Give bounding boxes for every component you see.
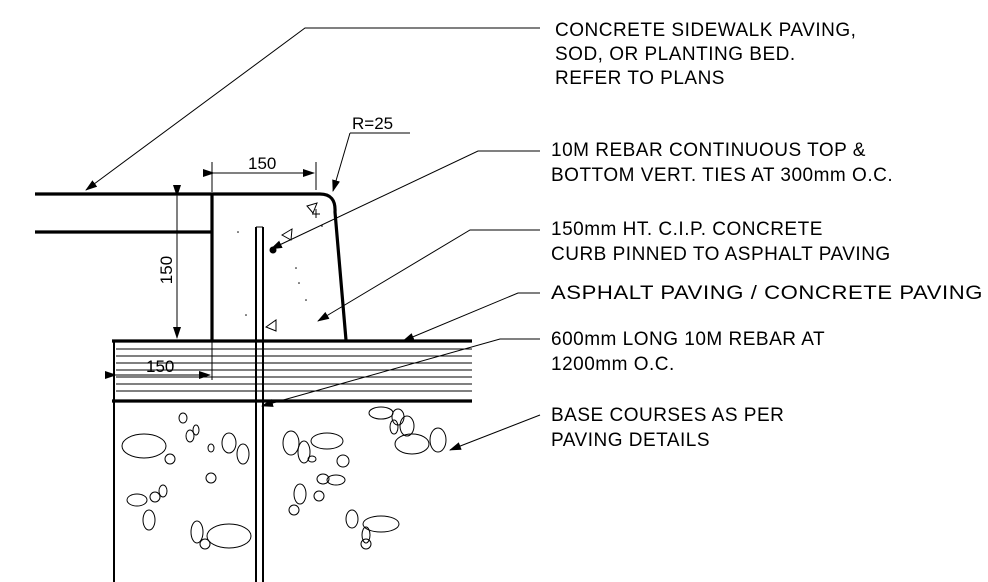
note-line: REFER TO PLANS (555, 68, 725, 89)
note-base-courses: BASE COURSES AS PER PAVING DETAILS (551, 405, 784, 451)
note-line: 150mm HT. C.I.P. CONCRETE (551, 219, 823, 240)
note-rebar-continuous: 10M REBAR CONTINUOUS TOP & BOTTOM VERT. … (551, 140, 893, 186)
note-line: SOD, OR PLANTING BED. (555, 44, 796, 65)
note-rebar-pins: 600mm LONG 10M REBAR AT 1200mm O.C. (551, 329, 825, 375)
note-line: 10M REBAR CONTINUOUS TOP & (551, 140, 866, 161)
note-line: BASE COURSES AS PER (551, 405, 784, 426)
asphalt-paving (112, 339, 472, 582)
note-sidewalk: CONCRETE SIDEWALK PAVING, SOD, OR PLANTI… (555, 20, 856, 89)
note-line: CONCRETE SIDEWALK PAVING, (555, 20, 856, 41)
note-paving: ASPHALT PAVING / CONCRETE PAVING (551, 283, 983, 304)
curb-height-label: 150 (157, 256, 176, 284)
radius-label: R=25 (352, 114, 393, 133)
note-line: 600mm LONG 10M REBAR AT (551, 329, 825, 350)
note-line: BOTTOM VERT. TIES AT 300mm O.C. (551, 165, 893, 186)
base-course (121, 406, 447, 550)
leaders (85, 27, 541, 451)
concrete-curb (210, 192, 348, 341)
pavement-offset-label: 150 (146, 357, 174, 376)
note-line: PAVING DETAILS (551, 430, 710, 451)
dimensions (105, 132, 410, 380)
note-line: CURB PINNED TO ASPHALT PAVING (551, 244, 891, 265)
curb-width-label: 150 (248, 154, 276, 173)
note-line: ASPHALT PAVING / CONCRETE PAVING (551, 283, 983, 304)
note-curb: 150mm HT. C.I.P. CONCRETE CURB PINNED TO… (551, 219, 891, 265)
note-line: 1200mm O.C. (551, 354, 675, 375)
